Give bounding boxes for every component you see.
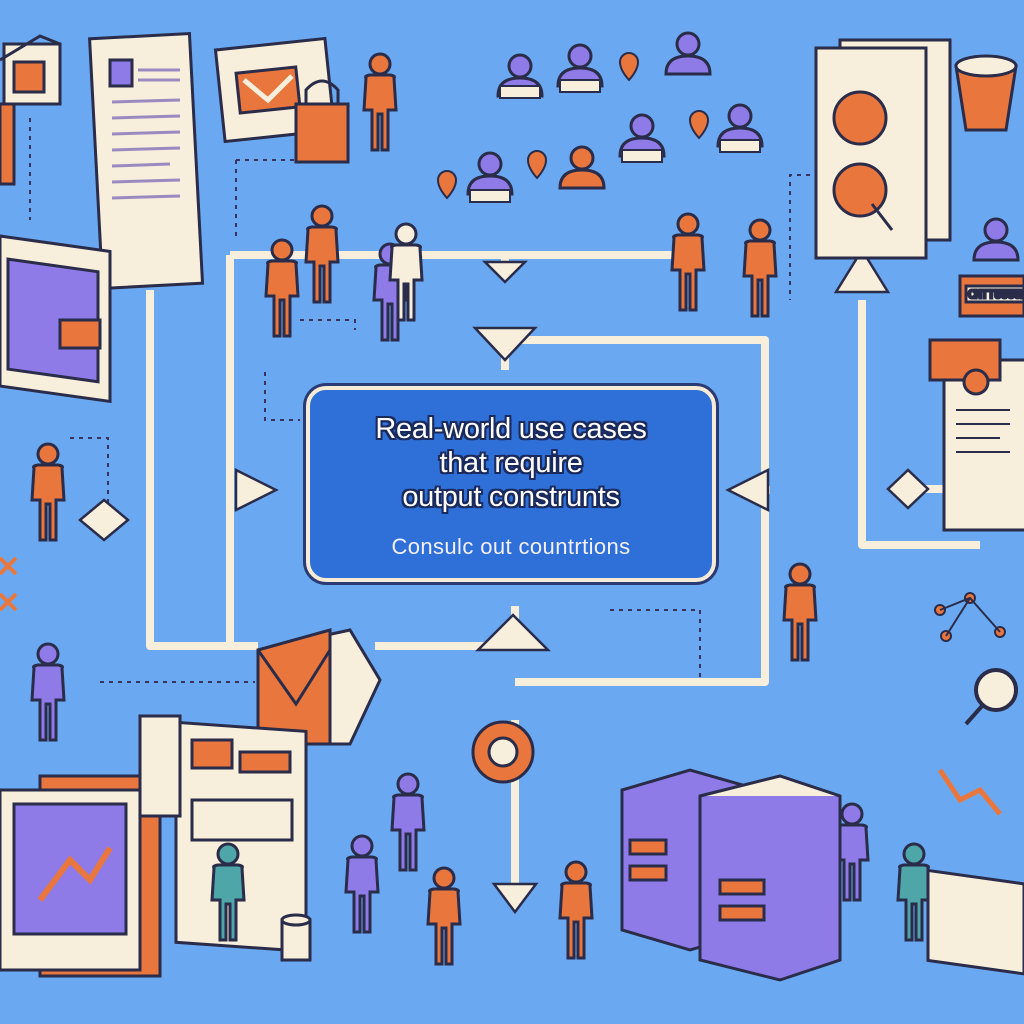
email-lock-card [213,36,350,164]
coin-stack [280,913,312,962]
x-marks [0,556,18,612]
right-document [928,338,1024,532]
name-tags [469,79,761,203]
bottom-left-monitor [0,774,162,978]
podium-speaker: CMTTUUUUM [958,217,1024,318]
left-people [30,442,66,742]
location-pins [436,52,710,200]
target-book [814,38,952,260]
people-cluster-top [264,31,778,342]
left-panel-cards [0,234,112,404]
book-stack [620,768,842,982]
magnifier-icon [964,668,1018,726]
report-paper [88,31,205,291]
network-nodes [934,592,1006,642]
top-left-docs [0,34,62,186]
pot-icon [954,54,1018,132]
subtitle: Consulc out countrtions [391,534,631,559]
title-line-1: Real-world use cases [375,413,647,445]
title-line-3: output construnts [402,481,620,513]
central-title-box: Real-world use cases that require output… [306,386,716,582]
envelope-stack [256,628,382,746]
web-panel [138,714,308,954]
gear-icon [471,720,535,784]
chart-card [926,768,1024,976]
podium-sign: CMTTUUUUM [968,288,1024,301]
title-line-2: that require [439,447,583,479]
arrowheads [78,247,930,915]
